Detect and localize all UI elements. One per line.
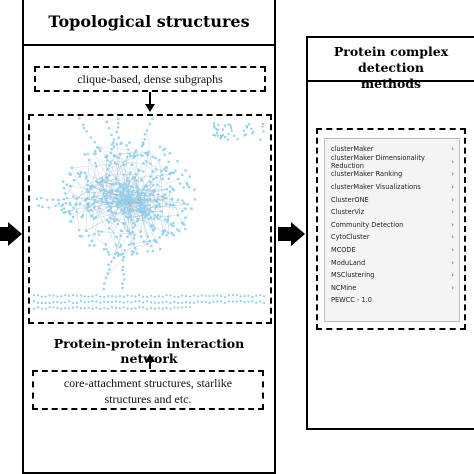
menu-item-label: MCODE [331,246,356,255]
menu-item[interactable]: CytoCluster › [325,231,459,244]
bottom-callout-line1: core-attachment structures, starlike [63,376,233,390]
menu-item-label: NCMine [331,283,357,292]
menu-item[interactable]: ModuLand › [325,256,459,269]
methods-menu-list: clusterMaker›clusterMaker Dimensionality… [325,143,459,307]
down-arrow-head [145,104,155,112]
menu-item[interactable]: clusterMaker › [325,143,459,156]
right-title-divider [308,80,474,82]
chevron-right-icon: › [451,283,454,292]
ppi-network-graph [32,116,266,311]
right-panel-title: Protein complex detection methods [308,44,474,92]
menu-item-label: clusterMaker [331,145,374,154]
chevron-right-icon: › [451,233,454,242]
bottom-callout-line2: structures and etc. [104,392,192,406]
bottom-callout: core-attachment structures, starlike str… [32,370,264,410]
menu-item-label: clusterMaker Ranking [331,170,403,179]
menu-item-label: clusterMaker Dimensionality Reduction [331,153,425,170]
network-nodes [32,116,266,311]
chevron-right-icon: › [451,145,454,154]
topological-structures-panel [22,0,276,474]
menu-item-label: clusterMaker Visualizations [331,183,421,192]
menu-item-label: ClusterONE [331,195,369,204]
title-divider [24,44,274,46]
methods-callout: clusterMaker›clusterMaker Dimensionality… [316,128,466,330]
chevron-right-icon: › [451,246,454,255]
menu-item-label: ModuLand [331,258,366,267]
top-callout: clique-based, dense subgraphs [34,66,266,92]
menu-item[interactable]: NCMine › [325,282,459,295]
chevron-right-icon: › [451,271,454,280]
menu-item[interactable]: MCODE › [325,244,459,257]
menu-item-label: PEWCC - 1.0 [331,296,372,305]
menu-item[interactable]: clusterMaker Visualizations › [325,181,459,194]
chevron-right-icon: › [451,170,454,179]
chevron-right-icon: › [451,208,454,217]
right-title-line2: methods [360,76,422,91]
up-arrow [149,361,151,369]
down-arrow [149,92,151,106]
menu-item-label: MSClustering [331,271,375,280]
menu-item[interactable]: clusterMaker Ranking › [325,168,459,181]
menu-item[interactable]: PEWCC - 1.0 [325,294,459,307]
menu-item[interactable]: Community Detection › [325,219,459,232]
incoming-arrow [0,221,22,247]
middle-arrow [276,220,308,248]
menu-item[interactable]: MSClustering › [325,269,459,282]
up-arrow-head [145,354,155,362]
menu-item[interactable]: ClusterONE › [325,193,459,206]
right-title-line1: Protein complex detection [333,44,449,75]
menu-item-label: Community Detection [331,220,404,229]
menu-item-label: CytoCluster [331,233,370,242]
chevron-right-icon: › [451,220,454,229]
chevron-right-icon: › [451,183,454,192]
detection-methods-panel [306,36,474,430]
top-callout-text: clique-based, dense subgraphs [77,72,223,86]
menu-item[interactable]: clusterMaker Dimensionality Reduction › [325,153,459,170]
network-box [28,114,272,324]
chevron-right-icon: › [451,258,454,267]
chevron-right-icon: › [451,157,454,166]
methods-menu: clusterMaker›clusterMaker Dimensionality… [324,138,460,322]
menu-item[interactable]: ClusterViz › [325,206,459,219]
chevron-right-icon: › [451,195,454,204]
panel-title: Topological structures [48,12,250,31]
menu-item-label: ClusterViz [331,208,365,217]
